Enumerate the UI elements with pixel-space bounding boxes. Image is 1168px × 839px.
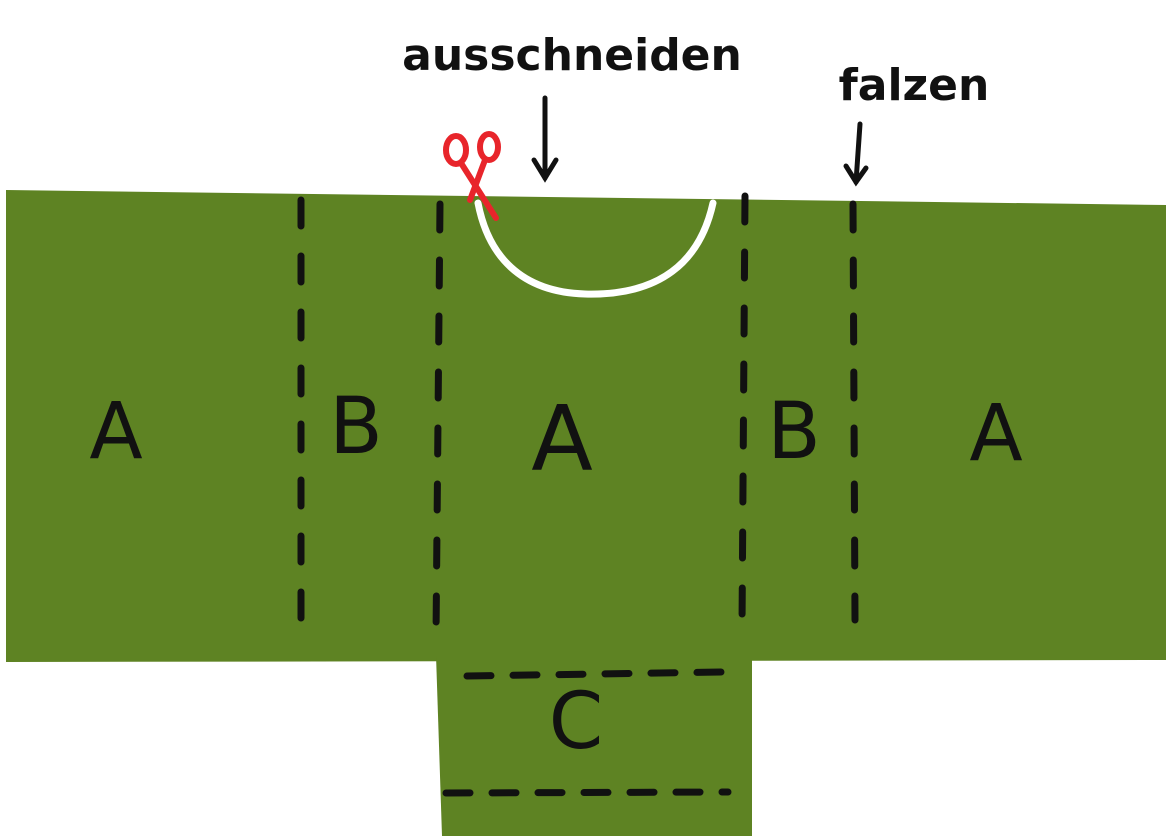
panel-label-bottom: C (549, 677, 603, 767)
fabric-main-panel (6, 190, 1166, 662)
fold-annotation: falzen (839, 60, 990, 111)
bottom-fold-lines (442, 668, 732, 797)
cut-annotation: ausschneiden (402, 30, 742, 81)
panel-label-left: A (89, 387, 142, 477)
fold-line-2 (432, 200, 444, 640)
fold-lines (297, 192, 859, 644)
panel-label-right: A (969, 389, 1022, 479)
panel-label-right-flap: B (767, 387, 821, 477)
cut-line (474, 199, 717, 298)
arrow-down-icon (531, 95, 559, 183)
fold-line-bottom-top (463, 668, 728, 680)
scissors-icon (443, 131, 501, 221)
panel-label-center: A (531, 387, 593, 492)
panel-label-left-flap: B (329, 382, 383, 472)
fold-line-4 (849, 200, 859, 624)
fold-line-3 (738, 192, 749, 632)
fold-line-bottom-low (442, 788, 732, 797)
arrow-down-icon (843, 121, 869, 187)
